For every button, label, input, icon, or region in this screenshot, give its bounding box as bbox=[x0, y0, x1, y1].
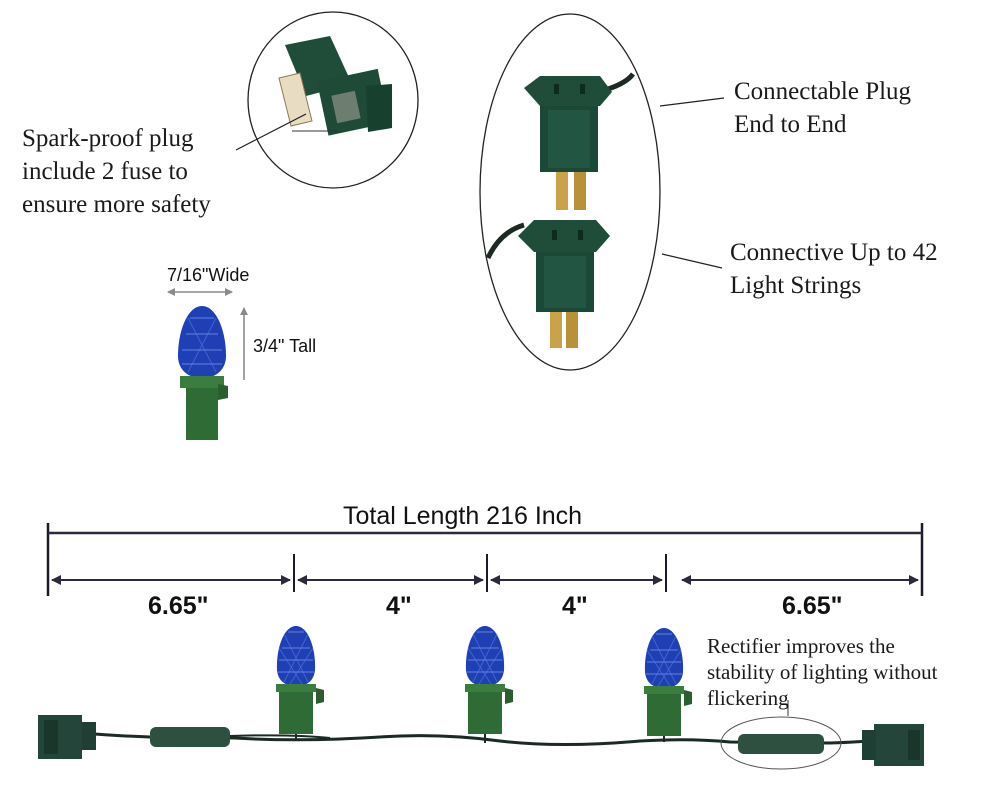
spark-proof-plug-closeup bbox=[235, 11, 419, 189]
connectable-line-2: End to End bbox=[734, 111, 847, 138]
length-diagram bbox=[46, 523, 924, 596]
rectifier-line-2: stability of lighting without bbox=[707, 660, 938, 684]
rectifier-line-3: flickering bbox=[707, 686, 789, 710]
spark-proof-line-2: include 2 fuse to bbox=[22, 158, 188, 185]
segment-label-3: 4" bbox=[562, 592, 588, 620]
bulb-dimension-figure bbox=[167, 288, 248, 440]
spark-proof-line-3: ensure more safety bbox=[22, 191, 211, 218]
bulb-width-label: 7/16"Wide bbox=[167, 265, 250, 285]
connective-line-1: Connective Up to 42 bbox=[730, 239, 938, 266]
segment-label-4: 6.65" bbox=[782, 592, 843, 620]
connectable-plugs-closeup bbox=[479, 13, 725, 371]
light-string bbox=[38, 625, 924, 770]
spark-proof-callout: Spark-proof plug include 2 fuse to ensur… bbox=[22, 122, 211, 221]
connectable-callout: Connectable Plug End to End bbox=[734, 75, 911, 141]
segment-label-2: 4" bbox=[386, 592, 412, 620]
connective-callout: Connective Up to 42 Light Strings bbox=[730, 236, 938, 302]
rectifier-callout: Rectifier improves the stability of ligh… bbox=[707, 633, 937, 711]
connective-line-2: Light Strings bbox=[730, 272, 862, 299]
spark-proof-line-1: Spark-proof plug bbox=[22, 125, 194, 152]
bulb-height-label: 3/4" Tall bbox=[253, 336, 317, 356]
segment-label-1: 6.65" bbox=[148, 592, 209, 620]
total-length-label: Total Length 216 Inch bbox=[343, 502, 583, 530]
rectifier-line-1: Rectifier improves the bbox=[707, 634, 895, 658]
connectable-line-1: Connectable Plug bbox=[734, 78, 912, 105]
